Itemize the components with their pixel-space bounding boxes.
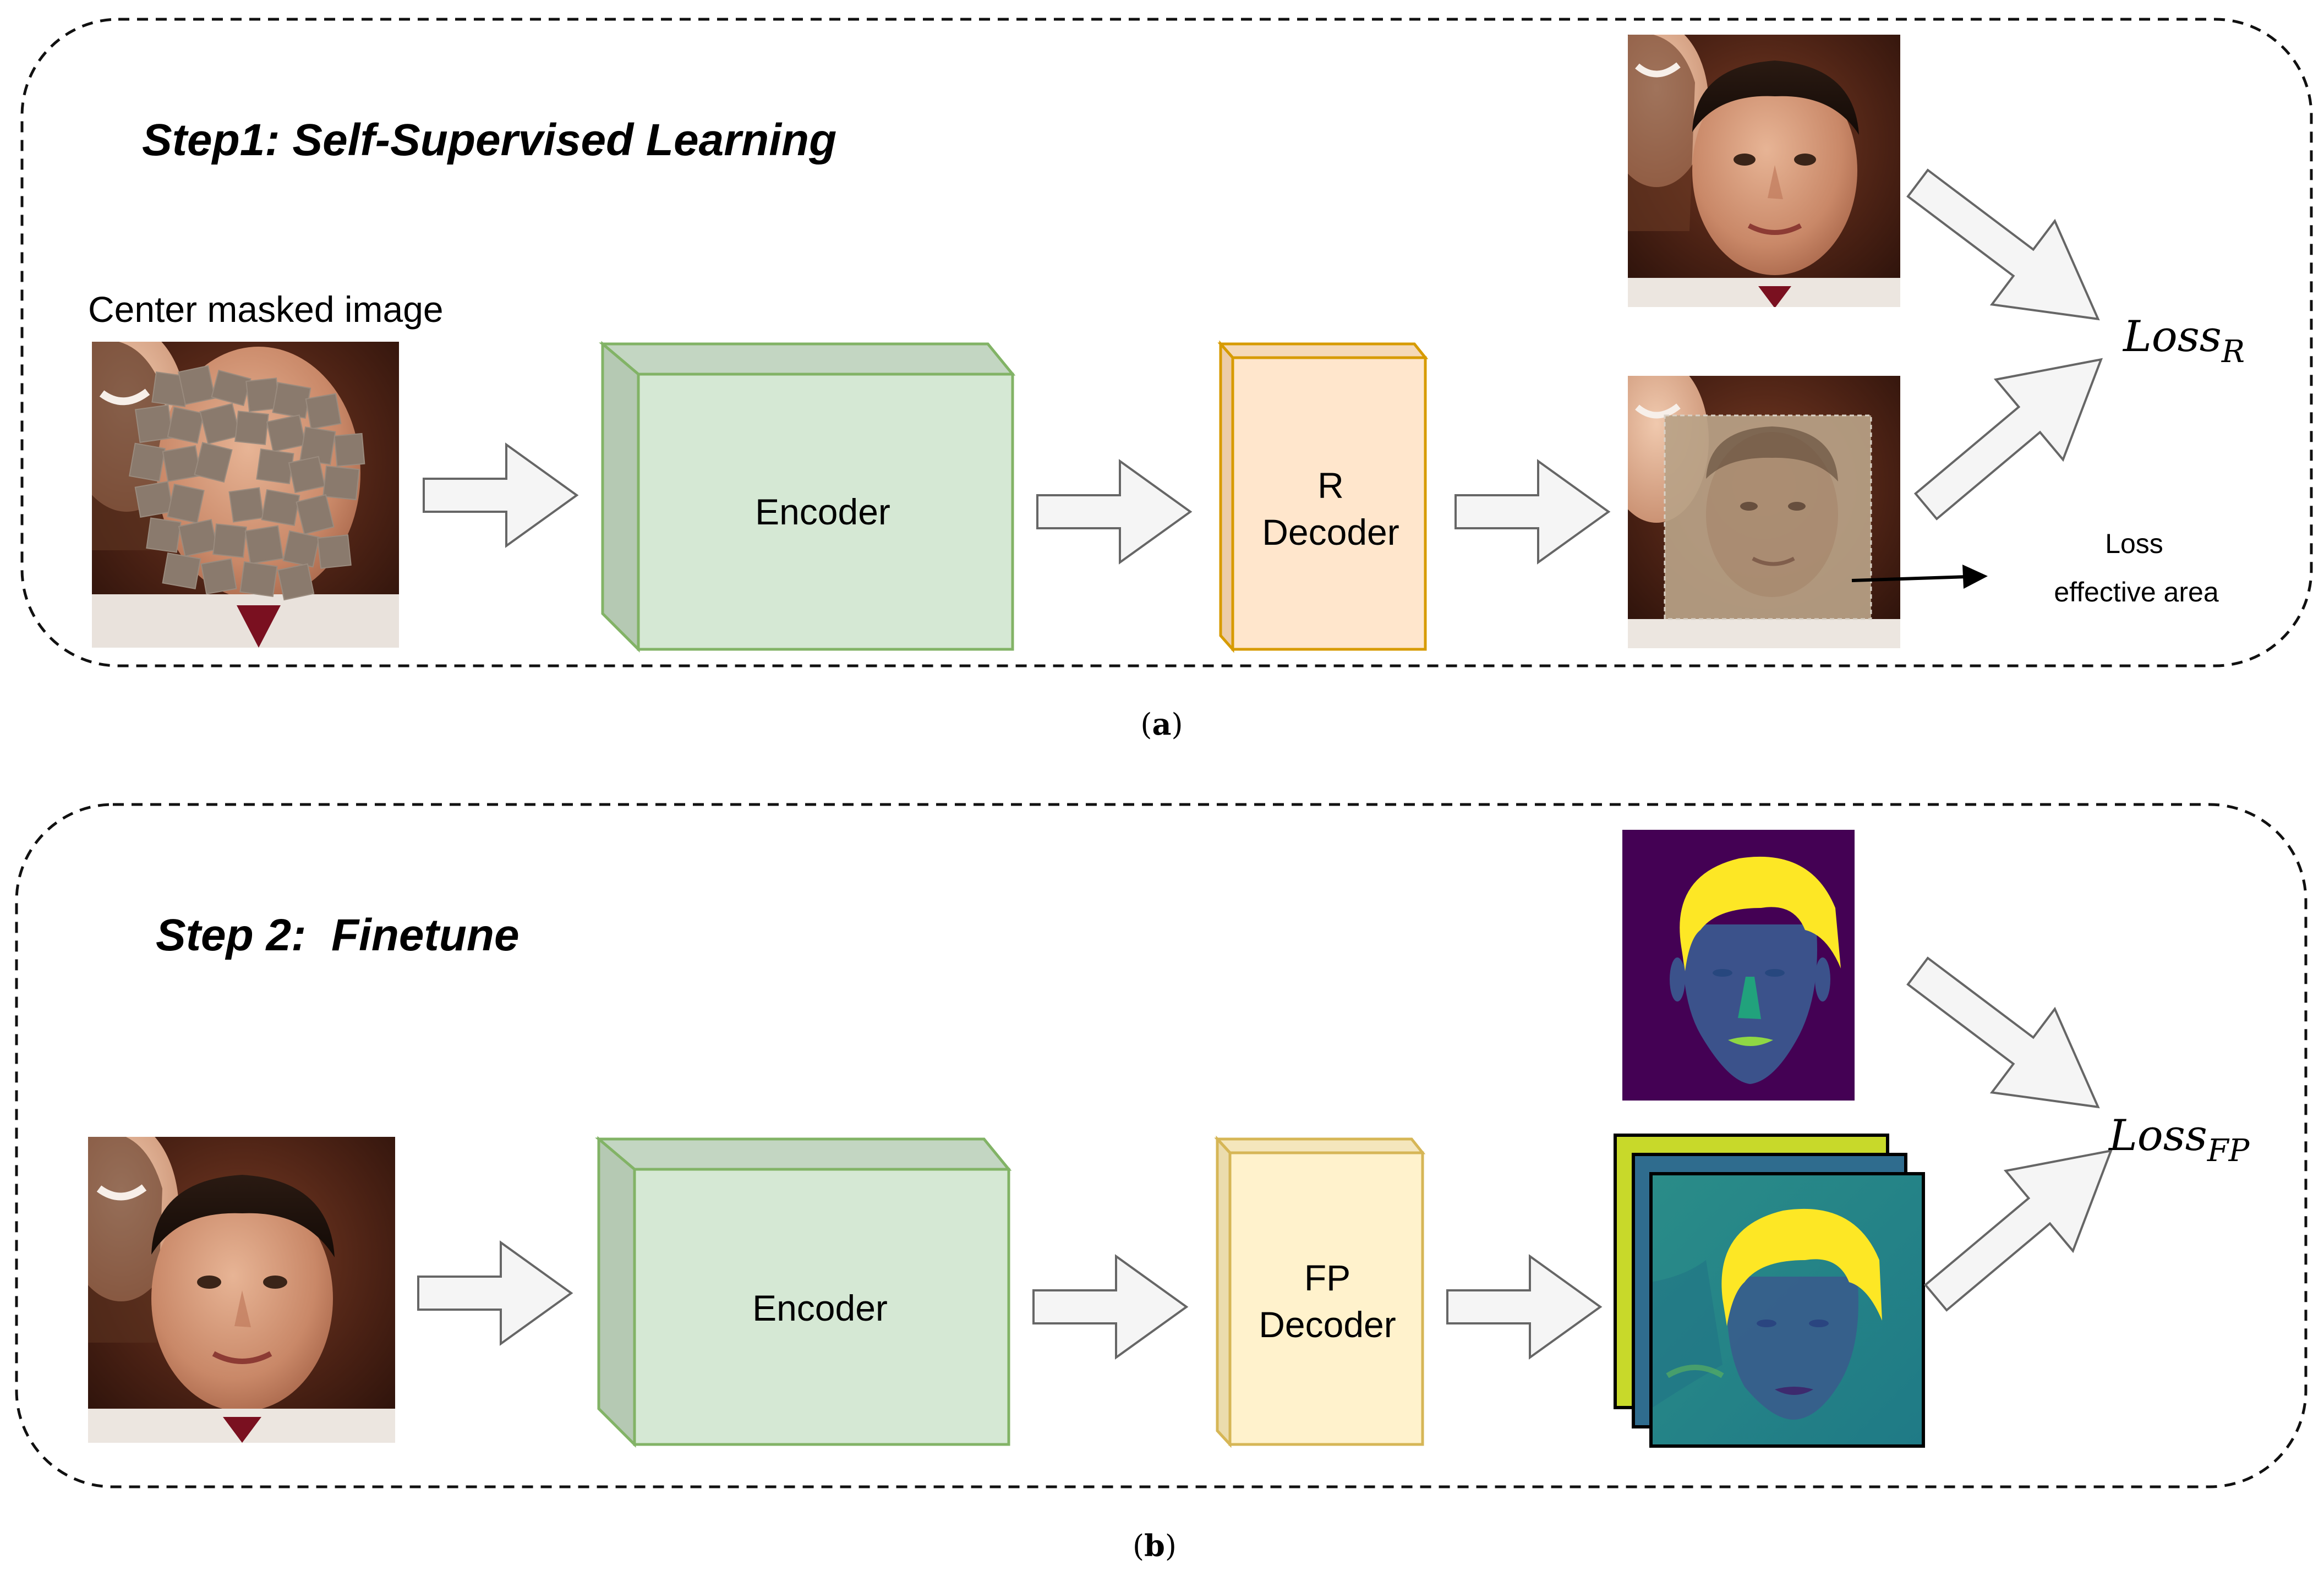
panel-b-border <box>15 803 2307 1488</box>
arrow-b-down-diagonal <box>1906 956 2100 1109</box>
caption-b: (b) <box>1133 1528 1177 1563</box>
panel-a-border <box>20 18 2313 667</box>
fp-decoder-block <box>1214 1135 1426 1448</box>
encoder-a-label: Encoder <box>755 491 890 532</box>
effective-area-pointer <box>1851 575 1968 582</box>
input-label: Center masked image <box>88 289 444 330</box>
panel-a-title: Step1: Self-Supervised Learning <box>142 115 836 165</box>
loss-r-label: LossR <box>2122 312 2245 370</box>
r-decoder-label-2: Decoder <box>1262 512 1399 552</box>
arrow-a-down-diagonal <box>1906 168 2100 321</box>
ground-truth-face-image <box>1628 35 1900 307</box>
arrow-a1 <box>423 442 579 548</box>
input-face-image <box>88 1137 395 1443</box>
effective-area-pointer-head <box>1962 565 1988 589</box>
reconstructed-face-image <box>1628 376 1900 648</box>
masked-face-image <box>92 342 399 648</box>
segmentation-map-image <box>1622 830 1855 1101</box>
panel-b-title: Step 2: Finetune <box>156 910 520 960</box>
arrow-b3 <box>1446 1254 1603 1360</box>
fp-decoder-label-2: Decoder <box>1259 1304 1396 1345</box>
predicted-parsing-map <box>1651 1174 1923 1446</box>
caption-a: (a) <box>1140 707 1183 742</box>
arrow-b2 <box>1032 1254 1189 1360</box>
arrow-b1 <box>417 1240 573 1346</box>
arrow-a2 <box>1036 459 1193 565</box>
arrow-a3 <box>1454 459 1611 565</box>
r-decoder-block <box>1217 340 1429 653</box>
loss-area-label-2: effective area <box>2054 577 2218 607</box>
arrow-a-up-diagonal <box>1913 358 2103 521</box>
loss-area-label-1: Loss <box>2105 528 2163 559</box>
encoder-block-b <box>595 1136 1012 1448</box>
loss-fp-label: LossFP <box>2108 1111 2250 1169</box>
arrow-b-up-diagonal <box>1923 1149 2113 1312</box>
encoder-block-a <box>599 341 1016 653</box>
r-decoder-label-1: R <box>1317 465 1344 506</box>
encoder-b-label: Encoder <box>752 1288 888 1328</box>
fp-decoder-label-1: FP <box>1304 1257 1350 1298</box>
predicted-map-border <box>1649 1172 1925 1448</box>
